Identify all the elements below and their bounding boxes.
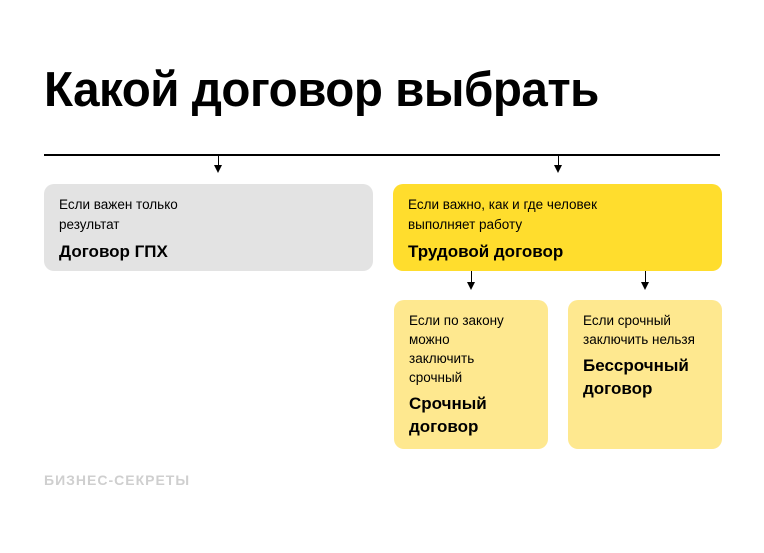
- arrow-down-icon: [467, 282, 475, 290]
- fixed-term-box: Если по закону можно заключить срочный С…: [394, 300, 548, 449]
- page-title: Какой договор выбрать: [44, 63, 599, 117]
- labor-condition: Если важно, как и где человек выполняет …: [408, 197, 597, 232]
- open-ended-condition: Если срочный заключить нельзя: [583, 313, 695, 347]
- gph-result: Договор ГПХ: [59, 242, 168, 261]
- connector: [645, 271, 646, 282]
- connector: [218, 156, 219, 165]
- divider-line: [44, 154, 720, 156]
- connector: [558, 156, 559, 165]
- open-ended-result: Бессрочный договор: [583, 356, 689, 398]
- gph-condition: Если важен только результат: [59, 197, 178, 232]
- brand-logo: БИЗНЕС-СЕКРЕТЫ: [44, 472, 191, 488]
- labor-result: Трудовой договор: [408, 242, 564, 261]
- fixed-term-condition: Если по закону можно заключить срочный: [409, 313, 504, 385]
- open-ended-box: Если срочный заключить нельзя Бессрочный…: [568, 300, 722, 449]
- arrow-down-icon: [641, 282, 649, 290]
- connector: [471, 271, 472, 282]
- arrow-down-icon: [214, 165, 222, 173]
- gph-box: Если важен только результат Договор ГПХ: [44, 184, 373, 271]
- arrow-down-icon: [554, 165, 562, 173]
- labor-box: Если важно, как и где человек выполняет …: [393, 184, 722, 271]
- fixed-term-result: Срочный договор: [409, 394, 487, 436]
